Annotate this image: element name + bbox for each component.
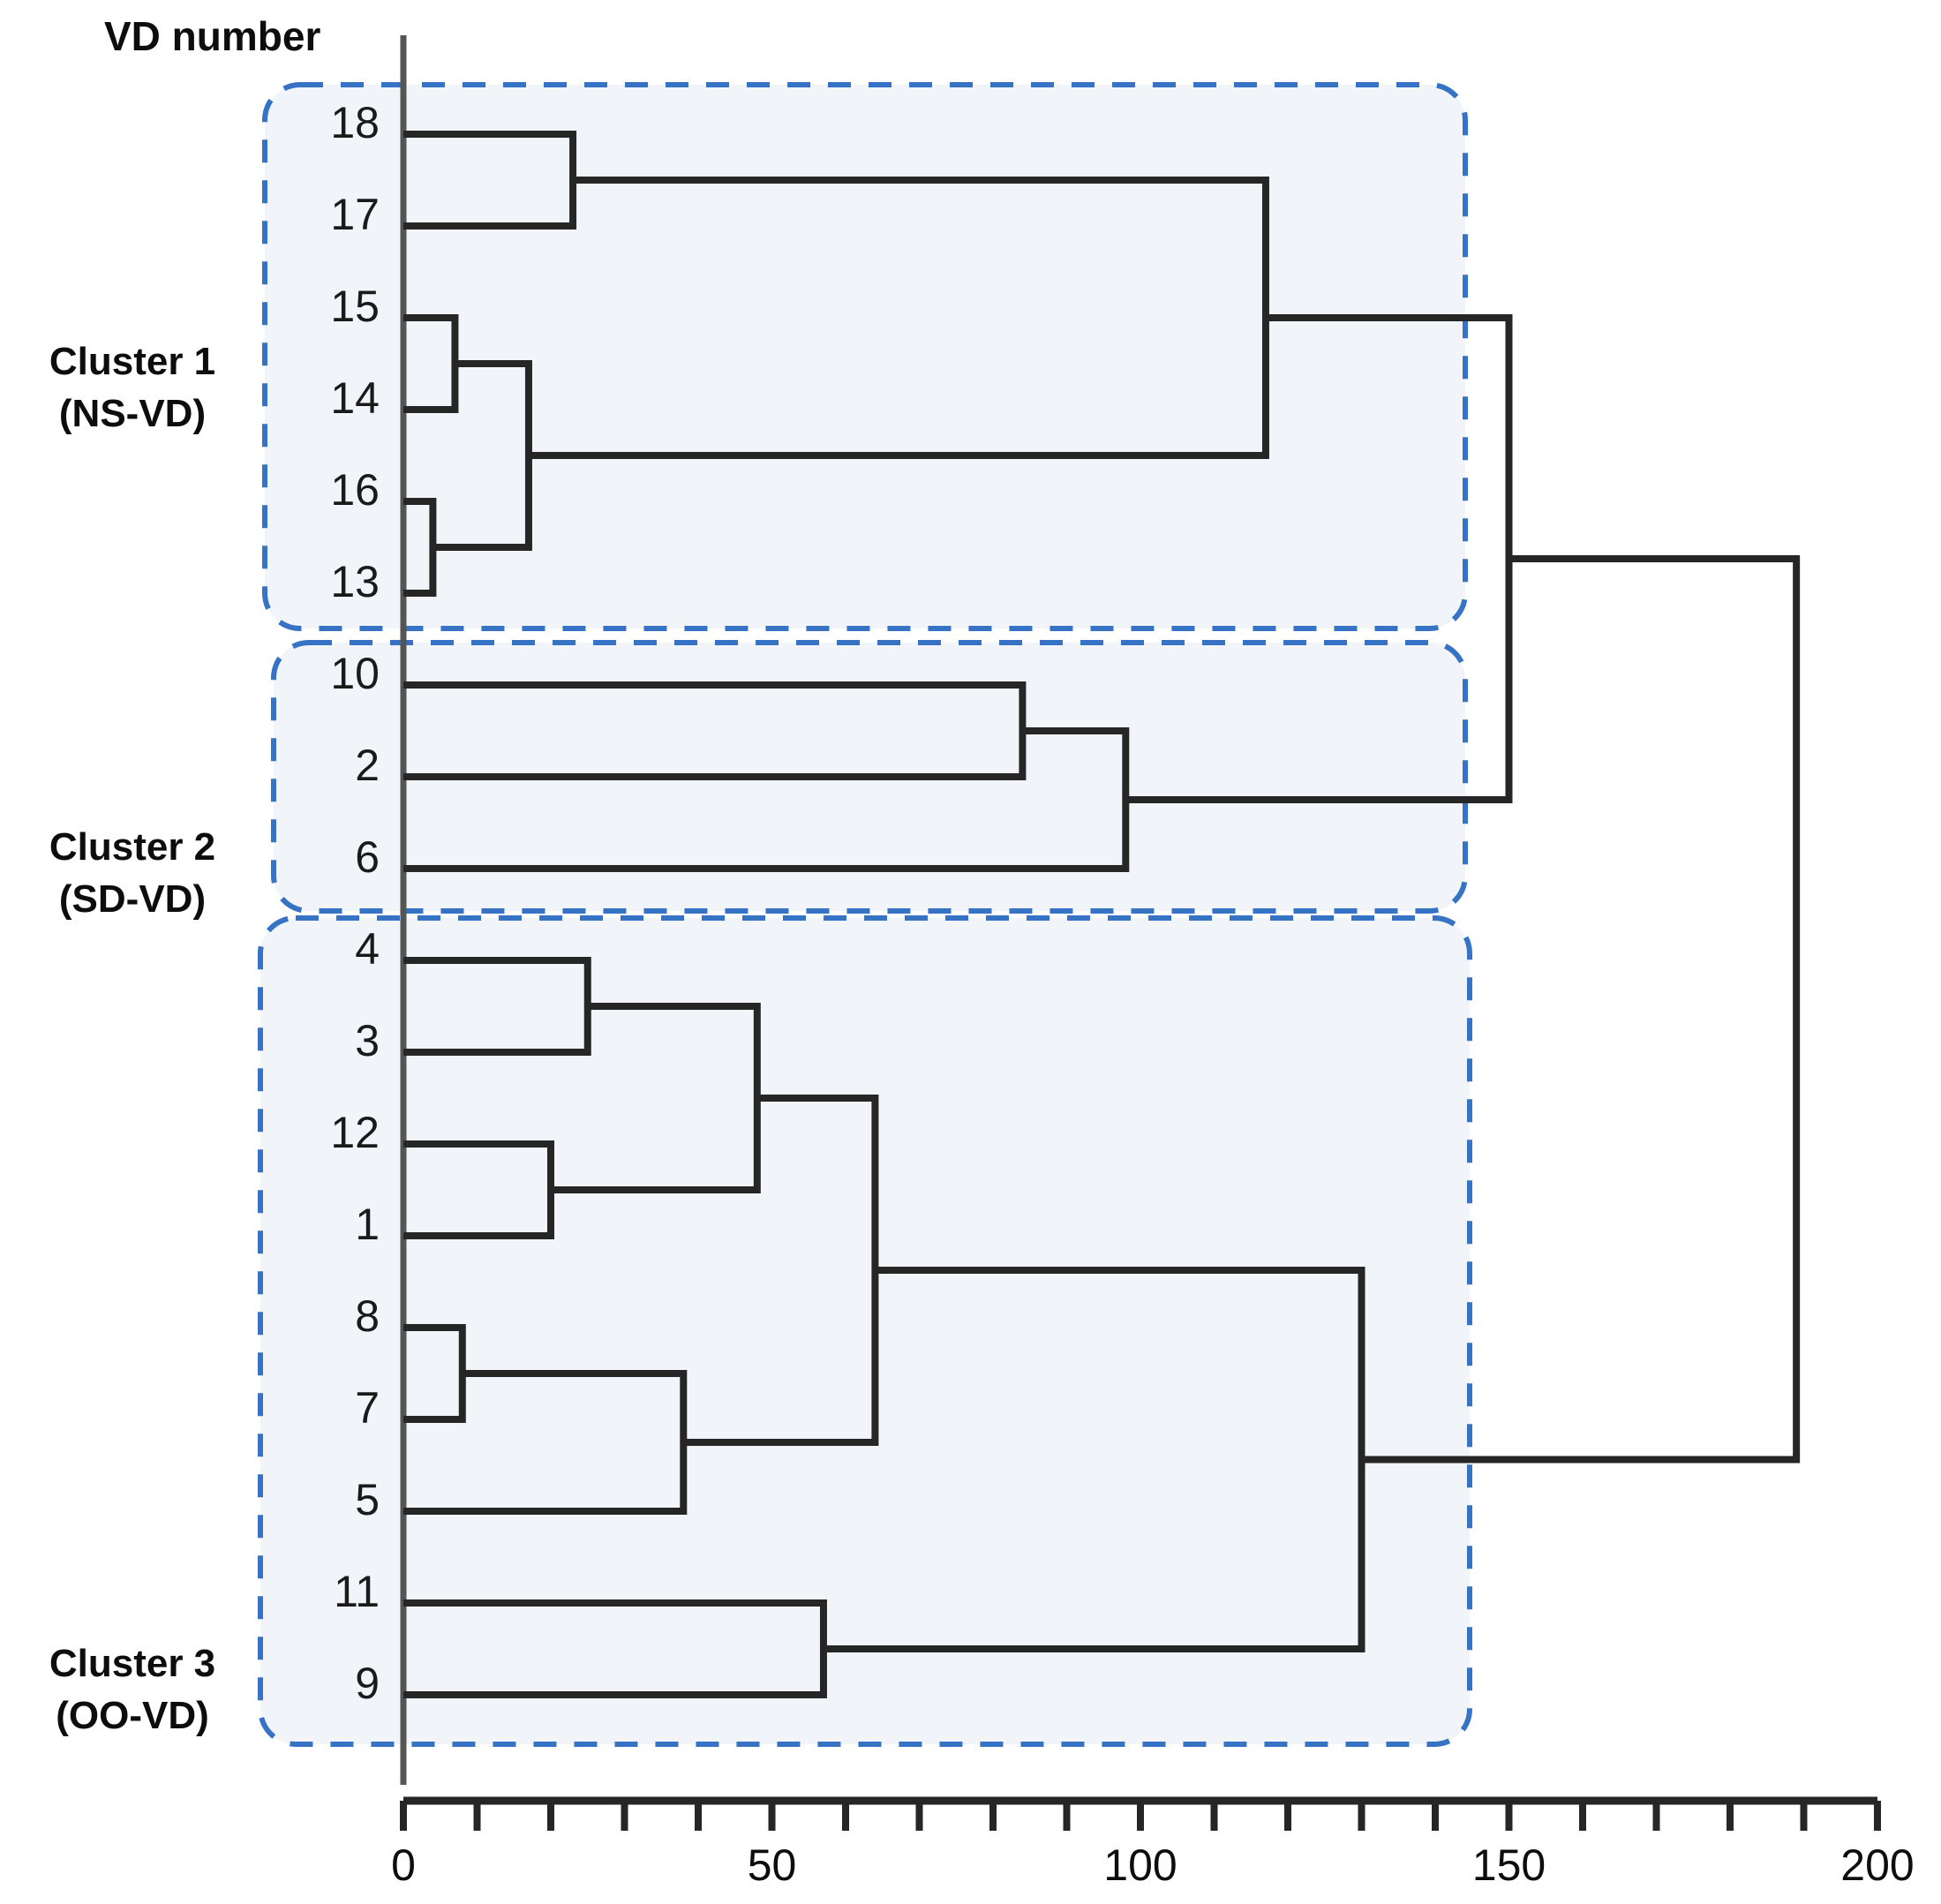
leaf-label-3: 3 <box>355 1016 380 1065</box>
cluster-1-box <box>262 82 1468 631</box>
leaf-label-11: 11 <box>334 1567 380 1616</box>
cluster-1-name: Cluster 1 <box>49 340 216 383</box>
x-tick-label-100: 100 <box>1103 1840 1177 1890</box>
leaf-label-4: 4 <box>355 924 380 974</box>
leaf-label-7: 7 <box>355 1383 380 1433</box>
leaf-label-1: 1 <box>355 1200 380 1249</box>
cluster-2-name: Cluster 2 <box>49 825 216 869</box>
x-tick-label-150: 150 <box>1471 1840 1546 1890</box>
cluster-1-sub: (NS-VD) <box>58 392 207 436</box>
cluster-2-sub: (SD-VD) <box>58 877 207 922</box>
y-axis-title: VD number <box>104 13 321 59</box>
cluster-3-box <box>258 915 1472 1747</box>
x-tick-label-0: 0 <box>391 1840 416 1890</box>
leaf-label-16: 16 <box>330 465 380 515</box>
leaf-label-5: 5 <box>355 1475 380 1524</box>
cluster-3-name: Cluster 3 <box>49 1642 216 1685</box>
leaf-label-17: 17 <box>330 190 380 239</box>
cluster-label-2: Cluster 2 (SD-VD) <box>18 821 247 926</box>
cluster-3-sub: (OO-VD) <box>56 1694 209 1738</box>
cluster-label-3: Cluster 3 (OO-VD) <box>18 1637 247 1742</box>
link-m_root <box>1361 555 1801 1464</box>
leaf-label-6: 6 <box>355 832 380 882</box>
leaf-label-18: 18 <box>330 98 380 147</box>
leaf-label-8: 8 <box>355 1291 380 1341</box>
cluster-label-1: Cluster 1 (NS-VD) <box>18 335 247 440</box>
leaf-label-13: 13 <box>330 557 380 606</box>
leaf-label-15: 15 <box>330 282 380 331</box>
leaf-label-14: 14 <box>330 373 380 423</box>
leaf-label-12: 12 <box>330 1108 380 1157</box>
leaf-label-9: 9 <box>355 1659 380 1708</box>
leaf-label-10: 10 <box>330 649 380 698</box>
leaf-label-2: 2 <box>355 741 380 790</box>
x-tick-label-50: 50 <box>747 1840 797 1890</box>
x-tick-label-200: 200 <box>1840 1840 1915 1890</box>
